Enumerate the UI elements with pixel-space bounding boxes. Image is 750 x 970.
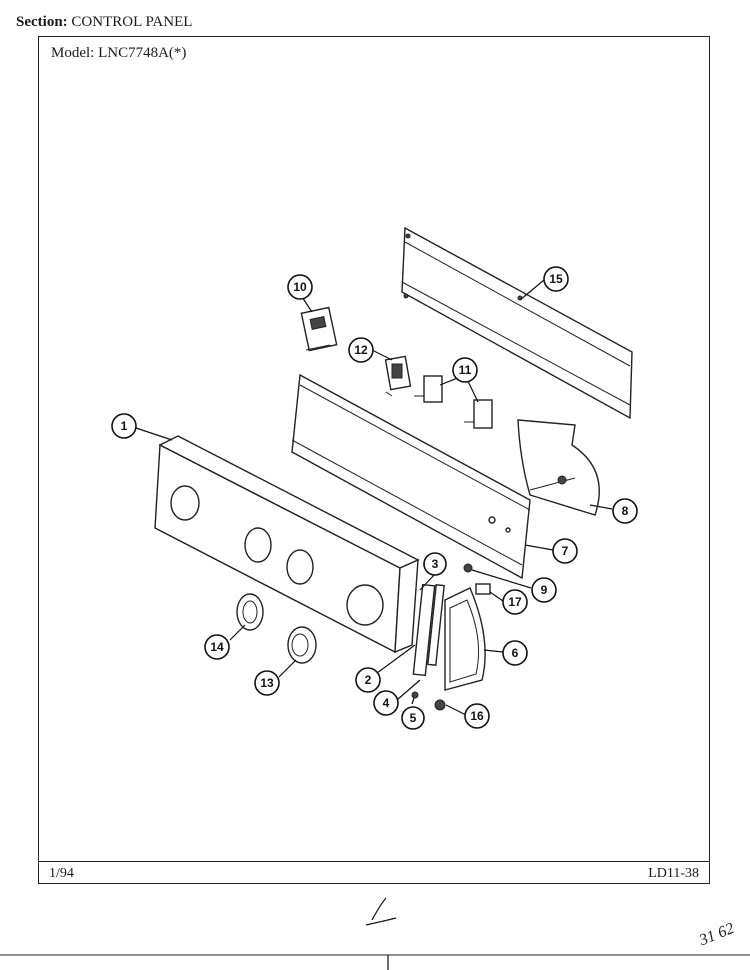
callout-5: 5	[401, 706, 425, 730]
svg-text:8: 8	[622, 504, 629, 518]
small-hardware	[411, 563, 491, 711]
part-7-inner-panel	[291, 373, 531, 580]
callout-2: 2	[355, 667, 381, 693]
callout-13: 13	[254, 670, 280, 696]
model-heading: Model: LNC7748A(*)	[51, 45, 186, 62]
svg-text:14: 14	[210, 640, 224, 654]
callout-1: 1	[111, 413, 137, 439]
revision-date: 1/94	[49, 866, 74, 881]
model-value: LNC7748A(*)	[98, 45, 187, 61]
part-13-knob	[287, 626, 317, 664]
svg-text:17: 17	[508, 595, 522, 609]
model-label: Model:	[51, 45, 95, 61]
svg-text:2: 2	[365, 673, 372, 687]
part-1-main-console	[154, 435, 420, 654]
callout-17: 17	[502, 589, 528, 615]
part-14-knob	[236, 593, 264, 631]
svg-text:1: 1	[121, 419, 128, 433]
page-code: LD11-38	[648, 866, 699, 881]
svg-text:11: 11	[459, 363, 472, 377]
callout-16: 16	[464, 703, 490, 729]
part-2-3-4-trim	[412, 583, 445, 677]
section-heading: Section: CONTROL PANEL	[16, 14, 192, 31]
callout-14: 14	[204, 634, 230, 660]
svg-text:16: 16	[470, 709, 484, 723]
part-11-switches	[414, 375, 493, 429]
leader-lines	[135, 279, 613, 716]
callout-3: 3	[423, 552, 447, 576]
svg-text:3: 3	[432, 557, 439, 571]
callout-7: 7	[552, 538, 578, 564]
svg-text:15: 15	[549, 272, 563, 286]
section-value: CONTROL PANEL	[71, 14, 193, 30]
callout-4: 4	[373, 690, 399, 716]
handwritten-check-mark	[365, 897, 397, 926]
part-12-switch	[384, 355, 412, 397]
svg-text:7: 7	[562, 544, 569, 558]
svg-text:5: 5	[410, 711, 417, 725]
callout-6: 6	[502, 640, 528, 666]
callout-15: 15	[543, 266, 569, 292]
svg-text:13: 13	[260, 676, 274, 690]
svg-text:9: 9	[541, 583, 548, 597]
handwritten-note: 31 62	[696, 920, 737, 950]
part-10-switch	[300, 306, 338, 352]
svg-text:10: 10	[293, 280, 307, 294]
diagram-frame: Model: LNC7748A(*) 1/94 LD11-38	[38, 36, 710, 884]
svg-text:4: 4	[383, 696, 390, 710]
part-8-dial-bracket	[517, 419, 600, 516]
section-label: Section:	[16, 14, 68, 30]
callout-10: 10	[287, 274, 313, 300]
svg-text:6: 6	[512, 646, 519, 660]
footer-divider	[39, 861, 709, 862]
part-15-rear-panel	[401, 226, 633, 420]
part-6-end-cap	[444, 587, 486, 691]
callout-12: 12	[348, 337, 374, 363]
callout-11: 11	[452, 357, 478, 383]
callout-8: 8	[612, 498, 638, 524]
callout-9: 9	[531, 577, 557, 603]
svg-text:12: 12	[354, 343, 368, 357]
